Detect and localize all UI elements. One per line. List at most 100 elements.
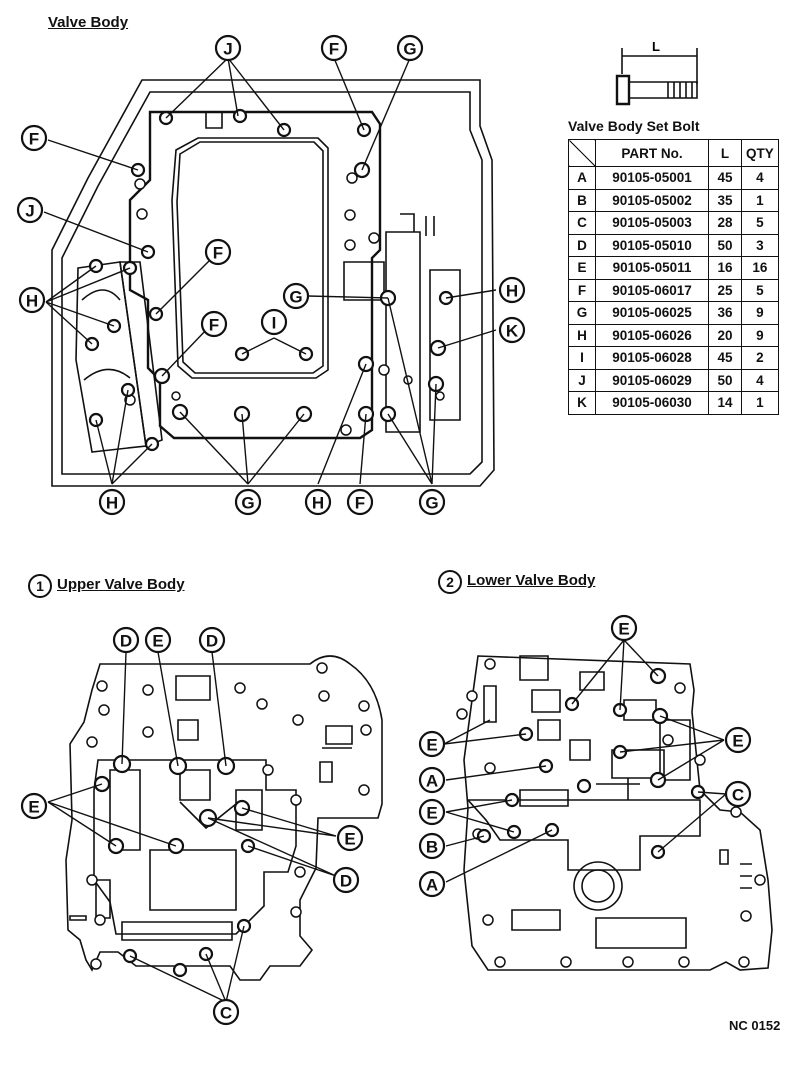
callout-c-lower: C xyxy=(724,780,752,808)
callout-a-lower-1: A xyxy=(418,766,446,794)
row-qty: 5 xyxy=(741,211,779,235)
callout-f-top: F xyxy=(320,34,348,62)
row-qty: 4 xyxy=(741,166,779,190)
row-qty: 1 xyxy=(741,391,779,415)
row-part: 90105-05002 xyxy=(595,188,709,212)
row-part: 90105-06025 xyxy=(595,301,709,325)
callout-j-left: J xyxy=(16,196,44,224)
lower-valve-body-title: Lower Valve Body xyxy=(467,572,596,589)
callout-e-upper-right: E xyxy=(336,824,364,852)
svg-text:D: D xyxy=(206,632,218,651)
svg-text:H: H xyxy=(106,494,118,513)
row-l: 25 xyxy=(708,278,742,302)
callout-a-lower-2: A xyxy=(418,870,446,898)
row-l: 45 xyxy=(708,166,742,190)
svg-text:C: C xyxy=(732,786,744,805)
callout-e-lower-left: E xyxy=(418,730,446,758)
callout-f-left: F xyxy=(20,124,48,152)
svg-text:G: G xyxy=(241,494,254,513)
row-l: 16 xyxy=(708,256,742,280)
row-l: 50 xyxy=(708,368,742,392)
callout-g-bottom-right: G xyxy=(418,488,446,516)
svg-text:E: E xyxy=(152,632,163,651)
row-part: 90105-06028 xyxy=(595,346,709,370)
callout-g-bottom: G xyxy=(234,488,262,516)
callout-j-top: J xyxy=(214,34,242,62)
callout-h-left: H xyxy=(18,286,46,314)
row-l: 28 xyxy=(708,211,742,235)
svg-text:E: E xyxy=(732,732,743,751)
row-part: 90105-06030 xyxy=(595,391,709,415)
svg-text:H: H xyxy=(506,282,518,301)
upper-number-circle: 1 xyxy=(28,574,52,598)
bolt-illustration: L xyxy=(615,39,698,106)
callout-k: K xyxy=(498,316,526,344)
svg-text:I: I xyxy=(272,314,277,333)
table-header-l: L xyxy=(708,139,742,167)
callout-h-bottom-left: H xyxy=(98,488,126,516)
bolt-table-title: Valve Body Set Bolt xyxy=(568,118,700,134)
svg-text:G: G xyxy=(289,288,302,307)
bolt-length-label: L xyxy=(652,39,660,54)
callout-i: I xyxy=(260,308,288,336)
valve-body-top-drawing xyxy=(43,57,497,487)
svg-text:G: G xyxy=(403,40,416,59)
svg-text:D: D xyxy=(340,872,352,891)
callout-d-upper-2: D xyxy=(198,626,226,654)
table-header-part: PART No. xyxy=(595,139,709,167)
lower-valve-body-drawing xyxy=(443,639,773,971)
row-l: 14 xyxy=(708,391,742,415)
table-header-row: PART No. L QTY xyxy=(568,139,779,167)
callout-d-upper-right: D xyxy=(332,866,360,894)
row-l: 20 xyxy=(708,323,742,347)
svg-text:F: F xyxy=(355,494,365,513)
row-part: 90105-05010 xyxy=(595,233,709,257)
row-l: 35 xyxy=(708,188,742,212)
svg-text:E: E xyxy=(426,736,437,755)
row-qty: 2 xyxy=(741,346,779,370)
callout-g-top: G xyxy=(396,34,424,62)
svg-text:E: E xyxy=(618,620,629,639)
row-qty: 1 xyxy=(741,188,779,212)
callout-e-lower-top: E xyxy=(610,614,638,642)
callout-f-mid: F xyxy=(204,238,232,266)
svg-text:D: D xyxy=(120,632,132,651)
upper-valve-body-drawing xyxy=(47,651,383,1003)
row-l: 36 xyxy=(708,301,742,325)
svg-text:F: F xyxy=(213,244,223,263)
svg-text:K: K xyxy=(506,322,519,341)
callout-d-upper-1: D xyxy=(112,626,140,654)
callout-c-upper: C xyxy=(212,998,240,1026)
figure-code: NC 0152 xyxy=(729,1018,781,1033)
callout-f-bottom: F xyxy=(346,488,374,516)
callout-e-upper-top: E xyxy=(144,626,172,654)
lower-number-circle: 2 xyxy=(438,570,462,594)
svg-text:A: A xyxy=(426,876,438,895)
svg-text:A: A xyxy=(426,772,438,791)
callout-e-upper-left: E xyxy=(20,792,48,820)
callout-h-right: H xyxy=(498,276,526,304)
row-qty: 5 xyxy=(741,278,779,302)
row-qty: 16 xyxy=(741,256,779,280)
row-part: 90105-05003 xyxy=(595,211,709,235)
svg-text:F: F xyxy=(29,130,39,149)
svg-text:H: H xyxy=(26,292,38,311)
callout-e-lower-right: E xyxy=(724,726,752,754)
callout-f-mid2: F xyxy=(200,310,228,338)
svg-text:H: H xyxy=(312,494,324,513)
svg-text:E: E xyxy=(28,798,39,817)
svg-text:E: E xyxy=(344,830,355,849)
callout-g-mid: G xyxy=(282,282,310,310)
svg-text:J: J xyxy=(25,202,34,221)
table-header-qty: QTY xyxy=(741,139,779,167)
